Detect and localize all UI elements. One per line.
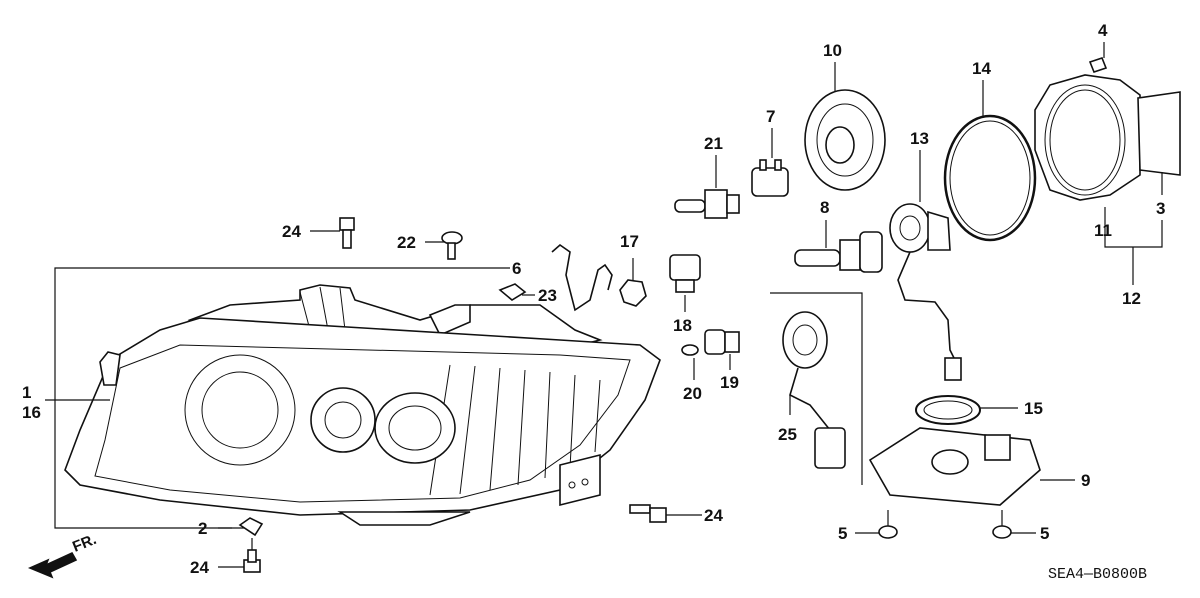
diagram-code: SEA4—B0800B [1048, 566, 1147, 583]
callout-16: 16 [22, 403, 41, 422]
screw-22 [425, 231, 463, 260]
seal-15 [915, 395, 1018, 425]
callout-1: 1 [22, 383, 31, 402]
callout-19: 19 [720, 373, 739, 392]
cover-11 [1034, 74, 1141, 201]
callout-25: 25 [778, 425, 797, 444]
socket-7 [751, 128, 789, 197]
callout-18: 18 [673, 316, 692, 335]
bulb-21 [674, 155, 740, 219]
label-3 [1137, 91, 1181, 195]
bracket-25 [770, 292, 863, 485]
bulb-17 [619, 258, 647, 307]
callout-9: 9 [1081, 471, 1090, 490]
callout-4: 4 [1098, 21, 1108, 40]
callout-24-top: 24 [282, 222, 301, 241]
bracket-12 [1104, 207, 1163, 285]
callout-24-bottom: 24 [190, 558, 209, 577]
ballast-9 [868, 427, 1075, 506]
callout-17: 17 [620, 232, 639, 251]
wire-spring-6 [551, 243, 613, 312]
headlight-housing [64, 284, 661, 526]
callout-23: 23 [538, 286, 557, 305]
callout-10: 10 [823, 41, 842, 60]
callout-20: 20 [683, 384, 702, 403]
callout-3: 3 [1156, 199, 1165, 218]
callout-22: 22 [397, 233, 416, 252]
cap-10 [804, 62, 886, 191]
assembly-bracket-line [54, 267, 510, 529]
callout-5-left: 5 [838, 524, 847, 543]
callout-7: 7 [766, 107, 775, 126]
bolt-4 [1088, 42, 1108, 73]
callout-14: 14 [972, 59, 991, 78]
callout-24-right: 24 [704, 506, 723, 525]
igniter-25 [782, 311, 846, 469]
bolt-24-bottom [218, 538, 261, 573]
bolt-24-top [310, 217, 355, 249]
bolt-24-right [629, 504, 702, 523]
callout-5-right: 5 [1040, 524, 1049, 543]
socket-19 [704, 329, 740, 370]
callout-11: 11 [1094, 221, 1112, 240]
bulb-8 [794, 220, 883, 273]
screw-5-left [855, 510, 898, 539]
screw-5-right [992, 510, 1036, 539]
clip-23 [498, 283, 535, 301]
callout-8: 8 [820, 198, 829, 217]
callout-15: 15 [1024, 399, 1043, 418]
front-label: FR. [70, 531, 99, 556]
igniter-13 [889, 150, 962, 381]
callout-21: 21 [704, 134, 723, 153]
callout-12: 12 [1122, 289, 1141, 308]
callout-6: 6 [512, 259, 521, 278]
ring-14 [943, 80, 1037, 242]
front-arrow-icon [27, 551, 78, 579]
callout-13: 13 [910, 129, 929, 148]
callout-2: 2 [198, 519, 207, 538]
socket-18 [669, 254, 701, 312]
bulb-20 [681, 344, 699, 380]
clip-2 [238, 517, 264, 537]
